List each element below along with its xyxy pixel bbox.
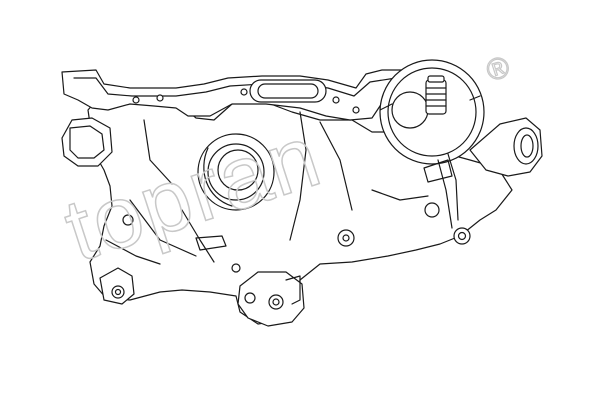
housing-rib <box>195 159 453 251</box>
outlet-port-bore-inner <box>520 134 534 158</box>
boss-hole <box>122 214 134 226</box>
gasket-flange <box>61 69 413 121</box>
flange-bolt-hole <box>240 88 248 96</box>
left-foot-bolt-inner <box>114 288 122 296</box>
seal-bore-lip <box>203 147 233 207</box>
relief-wheel-spoke <box>379 103 393 111</box>
left-boss-face <box>69 125 105 159</box>
bottom-lug-bolt-inner <box>272 298 280 306</box>
flange-bolt-hole <box>332 96 340 104</box>
bottom-lug-clip <box>285 275 301 305</box>
boss-hole <box>424 202 440 218</box>
flange-bolt-hole <box>156 94 164 102</box>
relief-wheel-spoke <box>469 95 481 101</box>
relief-plug-threads <box>425 87 447 107</box>
flange-bolt-hole <box>352 106 360 114</box>
boss-hole <box>231 263 241 273</box>
gasket-flange-inner <box>73 77 397 97</box>
right-foot-bolt-inner <box>457 231 467 241</box>
watermark-registered-mark: ® <box>482 50 515 89</box>
seal-bore-inner <box>217 149 259 191</box>
tube-line <box>437 153 459 229</box>
boss-hole <box>342 234 350 242</box>
housing-rib <box>105 111 429 265</box>
flange-bolt-hole <box>132 96 140 104</box>
watermark-text: topran <box>53 105 332 280</box>
bottom-lug-hole <box>244 292 256 304</box>
flange-port-inner <box>257 83 319 99</box>
relief-plug-head <box>427 75 445 83</box>
